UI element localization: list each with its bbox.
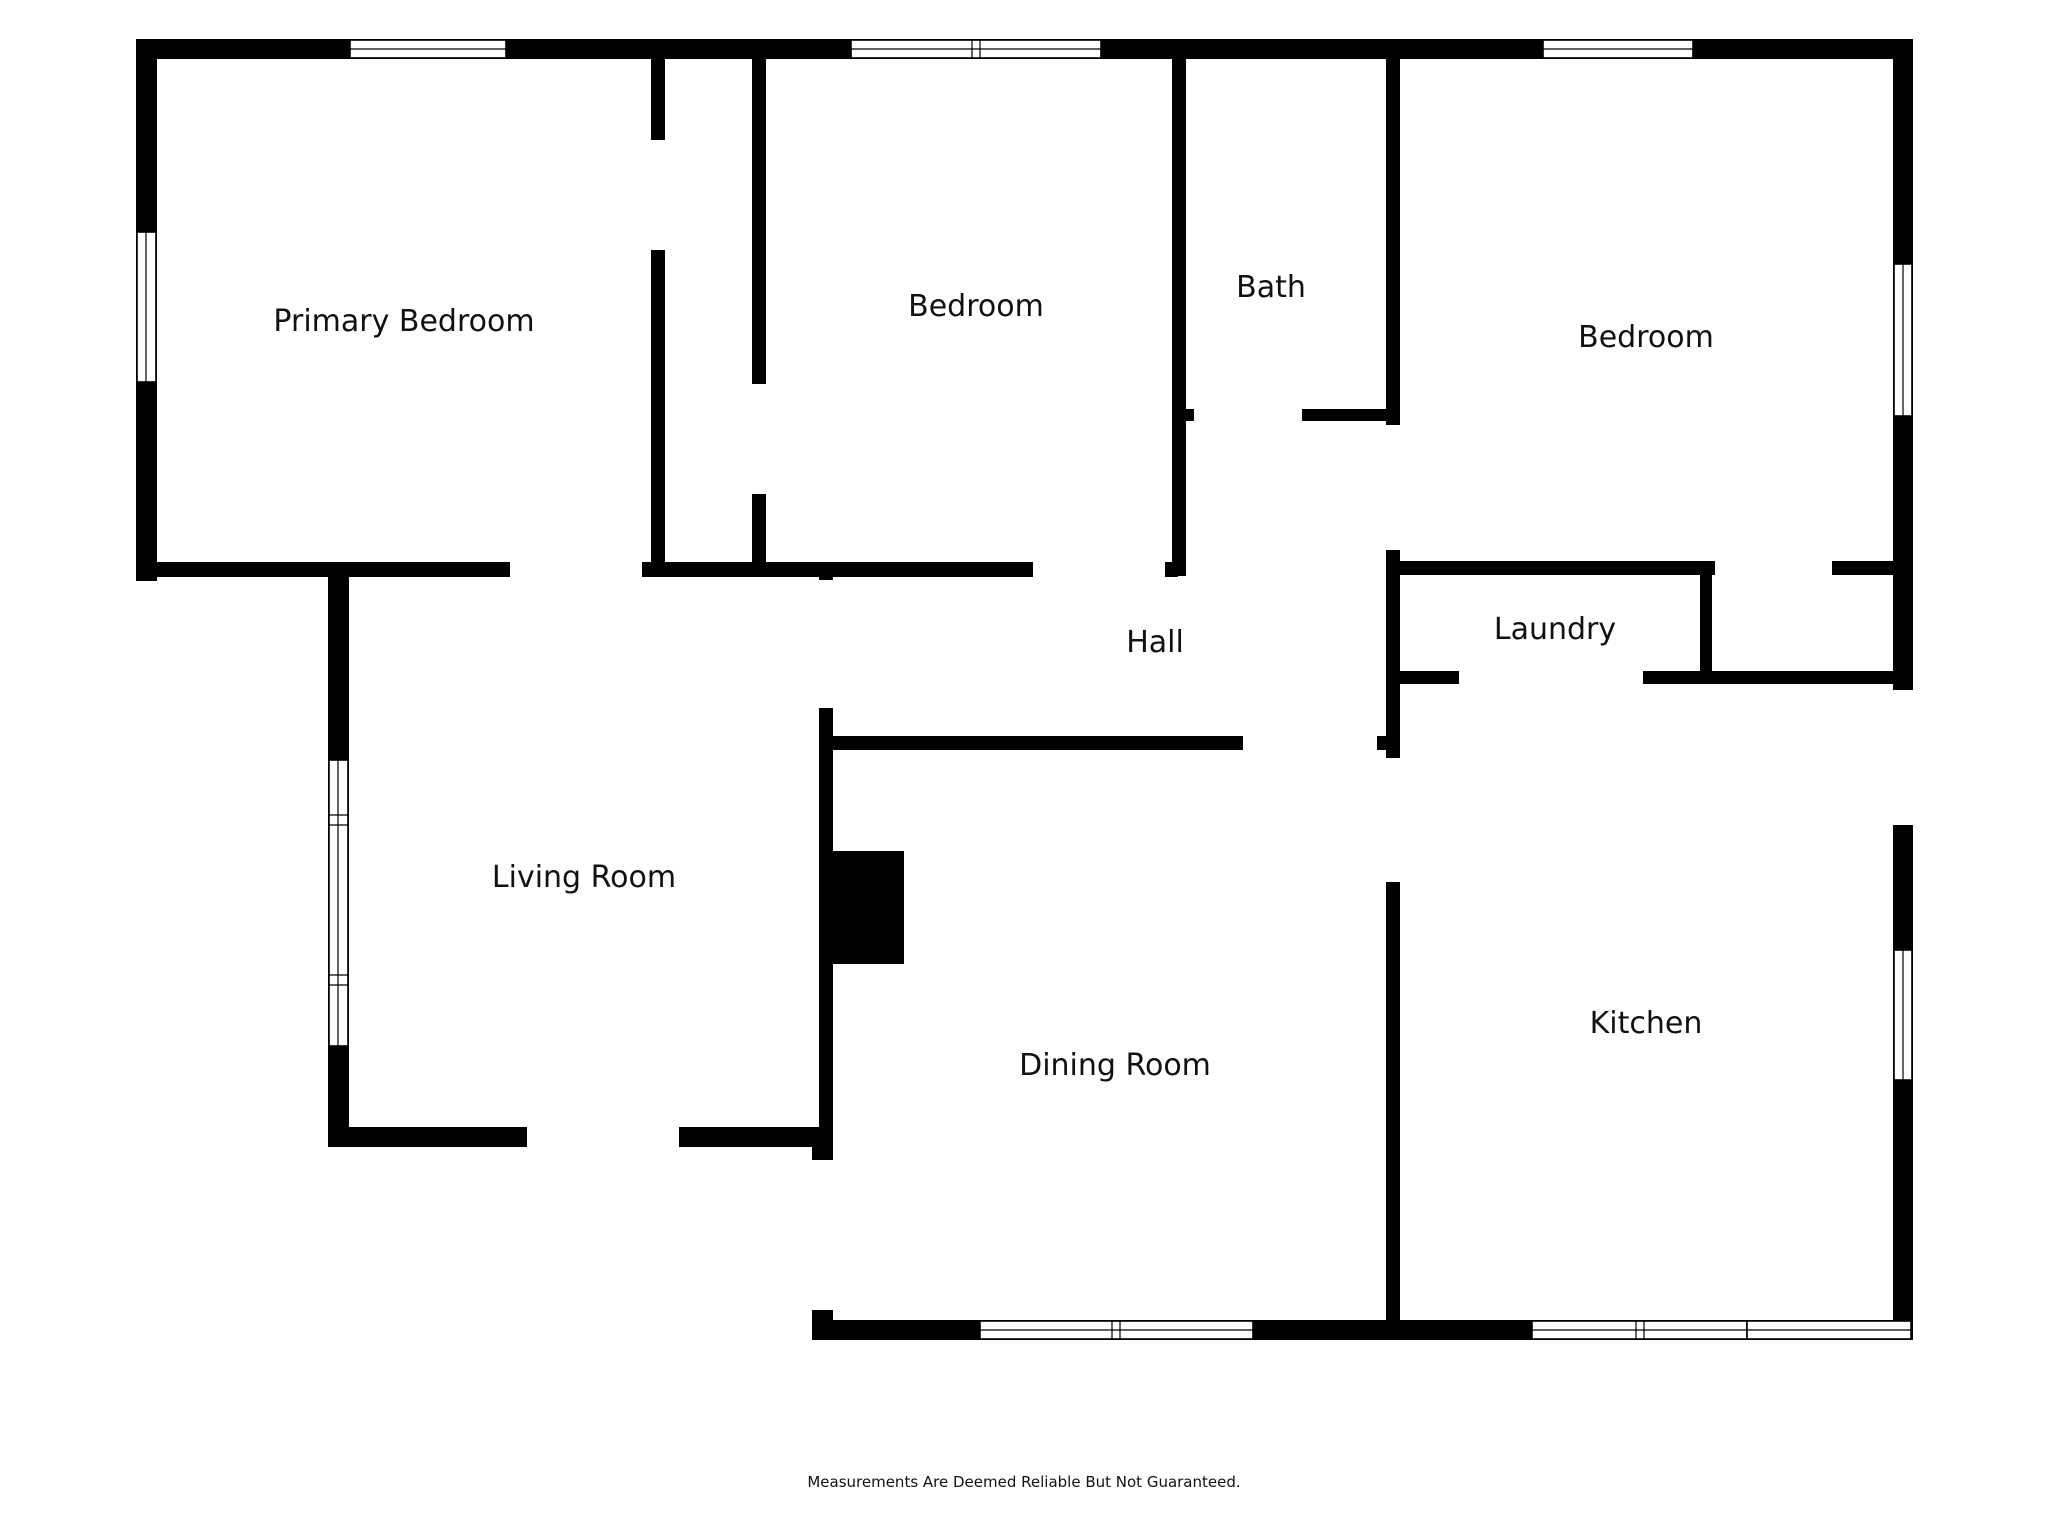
window-primary-left: [136, 231, 157, 383]
opening-hall-living: [819, 580, 833, 708]
label-bedroom-right: Bedroom: [1578, 320, 1714, 355]
opening-closet-primary: [651, 140, 665, 250]
walls: [136, 39, 1913, 1340]
label-living-room: Living Room: [492, 860, 676, 895]
window-bedroom-right-side: [1893, 263, 1913, 417]
opening-living-exterior: [527, 1127, 679, 1147]
label-bedroom-center: Bedroom: [908, 289, 1044, 324]
opening-bedroom-door: [1033, 562, 1165, 577]
opening-laundry-door: [1459, 671, 1643, 684]
window-bedroom-right-top: [1542, 39, 1694, 59]
label-kitchen: Kitchen: [1590, 1006, 1703, 1041]
window-primary-top: [349, 39, 507, 59]
wall-living-dining: [819, 563, 833, 1155]
wall-bath-bedroom: [1386, 59, 1400, 748]
label-dining-room: Dining Room: [1019, 1048, 1211, 1083]
windows: [136, 39, 1913, 1340]
disclaimer-text: Measurements Are Deemed Reliable But Not…: [807, 1473, 1241, 1491]
window-living-left: [328, 759, 349, 1047]
label-bath: Bath: [1236, 270, 1306, 305]
room-labels: Primary Bedroom Bedroom Bath Bedroom Hal…: [273, 270, 1713, 1083]
opening-primary-door: [510, 562, 642, 577]
label-laundry: Laundry: [1494, 612, 1616, 647]
opening-hall-dining: [1243, 736, 1377, 750]
opening-closet-door: [1715, 561, 1832, 575]
wall-primary-closet: [651, 59, 665, 562]
opening-closet-bedroom: [752, 384, 766, 494]
openings: [510, 140, 1913, 1310]
label-hall: Hall: [1126, 625, 1184, 660]
window-dining-bottom: [979, 1320, 1254, 1340]
window-kitchen-right: [1893, 949, 1913, 1081]
window-bedroom-top: [850, 39, 1102, 59]
window-kitchen-bottom: [1531, 1320, 1748, 1340]
wall-right: [1893, 39, 1913, 1340]
opening-dining-exterior: [812, 1160, 833, 1310]
wall-primary-bottom: [136, 562, 1178, 577]
opening-bath-door: [1194, 409, 1302, 421]
fireplace: [833, 851, 904, 964]
wall-bedroom-bath: [1172, 59, 1186, 576]
opening-dining-kitchen: [1386, 758, 1400, 882]
label-primary-bedroom: Primary Bedroom: [273, 304, 534, 339]
opening-kitchen-exterior: [1893, 690, 1913, 825]
wall-laundry-closet: [1700, 575, 1712, 680]
opening-bedroom-right-door: [1386, 425, 1400, 550]
window-corner-right: [1746, 1320, 1912, 1340]
